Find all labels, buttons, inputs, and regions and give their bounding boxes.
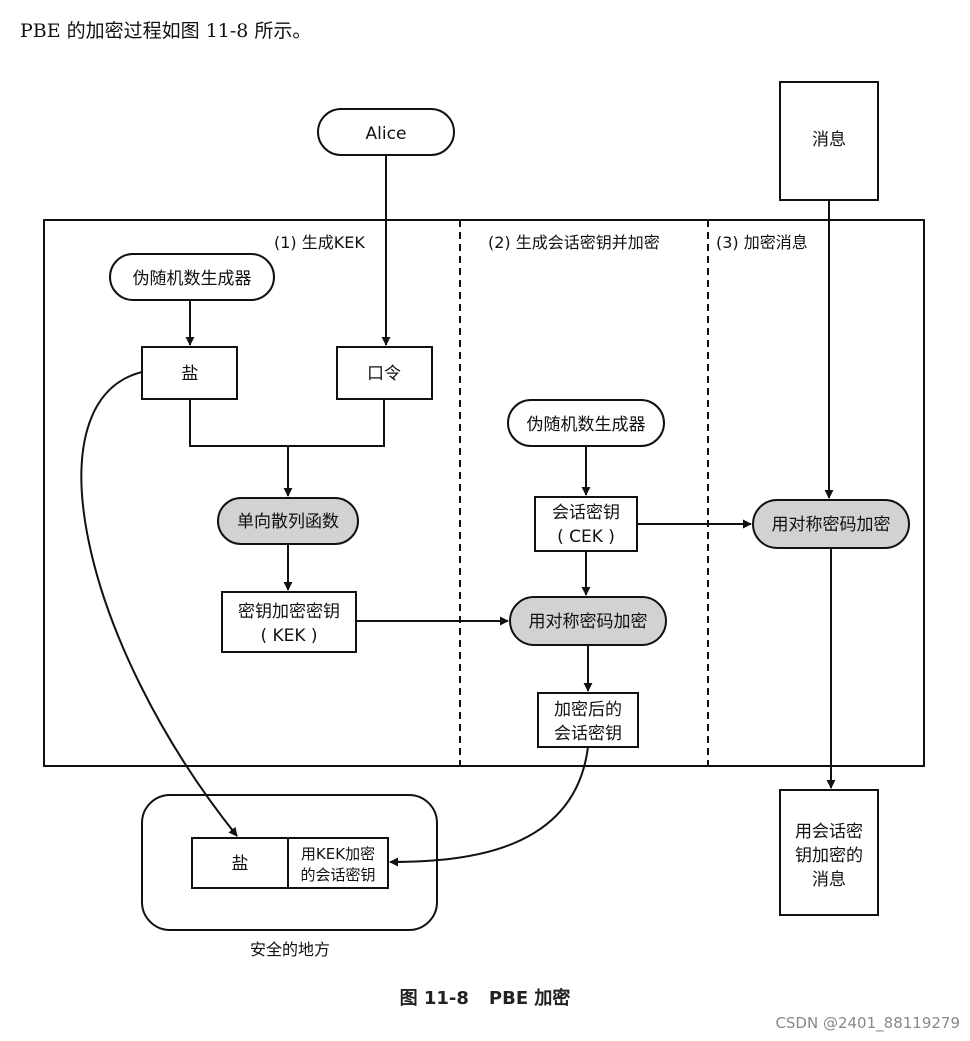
kek-label-line2: ( KEK ) [260, 626, 317, 646]
figure-title: PBE 加密 [488, 988, 571, 1009]
cek-node [534, 496, 638, 552]
safe-key-label-line2: 的会话密钥 [300, 866, 375, 884]
section-label-2: (2) 生成会话密钥并加密 [488, 233, 660, 252]
message-node [779, 81, 879, 201]
encrypt-message-label: 用对称密码加密 [772, 515, 891, 535]
cek-label-line1: 会话密钥 [552, 503, 620, 523]
kek-label-line1: 密钥加密密钥 [238, 602, 340, 622]
figure-number: 图 11-8 [399, 988, 469, 1009]
safe-place-label: 安全的地方 [250, 940, 330, 959]
arrow-encrypted-cek-to-safe-place [389, 746, 589, 867]
rng-label-1: 伪随机数生成器 [133, 269, 252, 289]
figure-caption: 图 11-8 PBE 加密 [0, 984, 970, 1010]
salt-label: 盐 [182, 364, 199, 384]
safe-salt-cell [191, 837, 289, 889]
encrypted-message-line3: 消息 [812, 870, 846, 890]
encrypt-cek-label: 用对称密码加密 [529, 612, 648, 632]
salt-node [141, 346, 238, 400]
connector-salt-password-merge [189, 399, 385, 447]
alice-label: Alice [366, 124, 407, 144]
encrypted-message-line1: 用会话密 [795, 822, 863, 842]
safe-salt-label: 盐 [232, 854, 249, 874]
encrypted-message-line2: 钥加密的 [795, 846, 863, 866]
message-label: 消息 [812, 130, 846, 150]
hash-label: 单向散列函数 [237, 512, 339, 532]
encrypted-cek-label-line1: 加密后的 [554, 700, 622, 720]
kek-node [221, 591, 357, 653]
intro-text: PBE 的加密过程如图 11-8 所示。 [20, 20, 312, 42]
encrypted-message-node [779, 789, 879, 916]
section-label-1: (1) 生成KEK [274, 233, 365, 252]
encrypted-cek-label-line2: 会话密钥 [554, 724, 622, 744]
rng-label-2: 伪随机数生成器 [527, 415, 646, 435]
section-label-3: (3) 加密消息 [716, 233, 808, 252]
safe-key-cell [287, 837, 389, 889]
password-label: 口令 [367, 364, 401, 384]
watermark: CSDN @2401_88119279 [775, 1014, 960, 1032]
main-frame [43, 219, 925, 767]
rng-node-1 [109, 253, 275, 301]
arrow-salt-to-safe-place [80, 371, 238, 837]
safe-key-label-line1: 用KEK加密 [301, 845, 375, 863]
encrypted-cek-node [537, 692, 639, 748]
cek-label-line2: ( CEK ) [557, 527, 615, 547]
